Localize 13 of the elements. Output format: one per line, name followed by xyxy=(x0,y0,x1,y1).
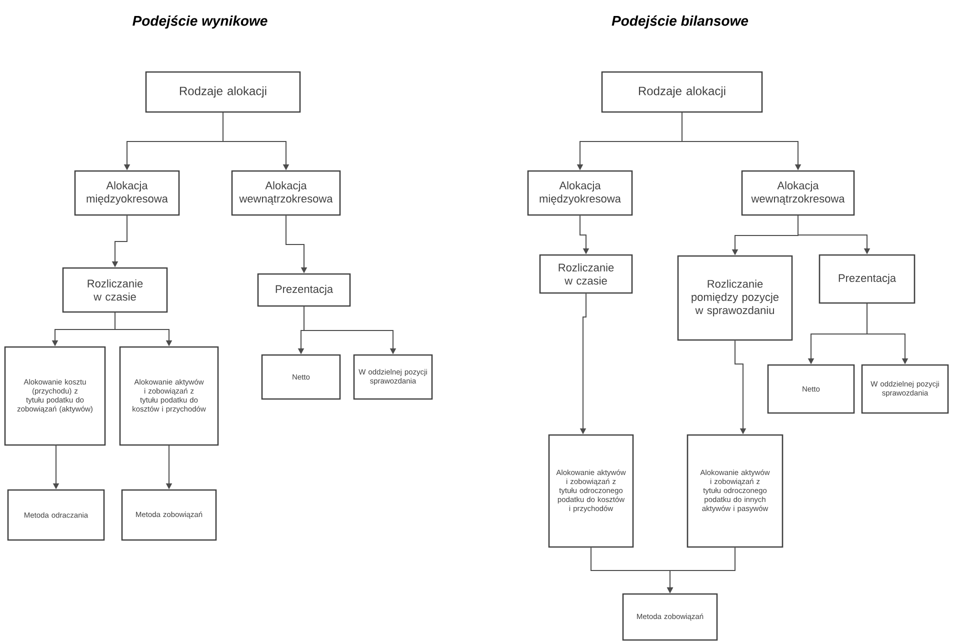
process-box: Alokacja wewnątrzokresowa xyxy=(741,170,855,216)
process-box: Rozliczanie pomiędzy pozycje w sprawozdaniu xyxy=(677,255,793,341)
process-box: Alokacja wewnątrzokresowa xyxy=(231,170,341,216)
process-box: Alokacja międzyokresowa xyxy=(527,170,633,216)
section-heading: Podejście bilansowe xyxy=(612,15,748,29)
process-box: Rozliczanie w czasie xyxy=(62,267,168,313)
process-box: Rodzaje alokacji xyxy=(601,71,763,113)
process-box: Prezentacja xyxy=(257,273,351,307)
process-box: Rodzaje alokacji xyxy=(145,71,301,113)
section-heading: Podejście wynikowe xyxy=(132,15,268,29)
process-box: Alokacja międzyokresowa xyxy=(74,170,180,216)
process-box: Prezentacja xyxy=(818,254,916,304)
process-box: Rozliczanie w czasie xyxy=(539,254,633,294)
